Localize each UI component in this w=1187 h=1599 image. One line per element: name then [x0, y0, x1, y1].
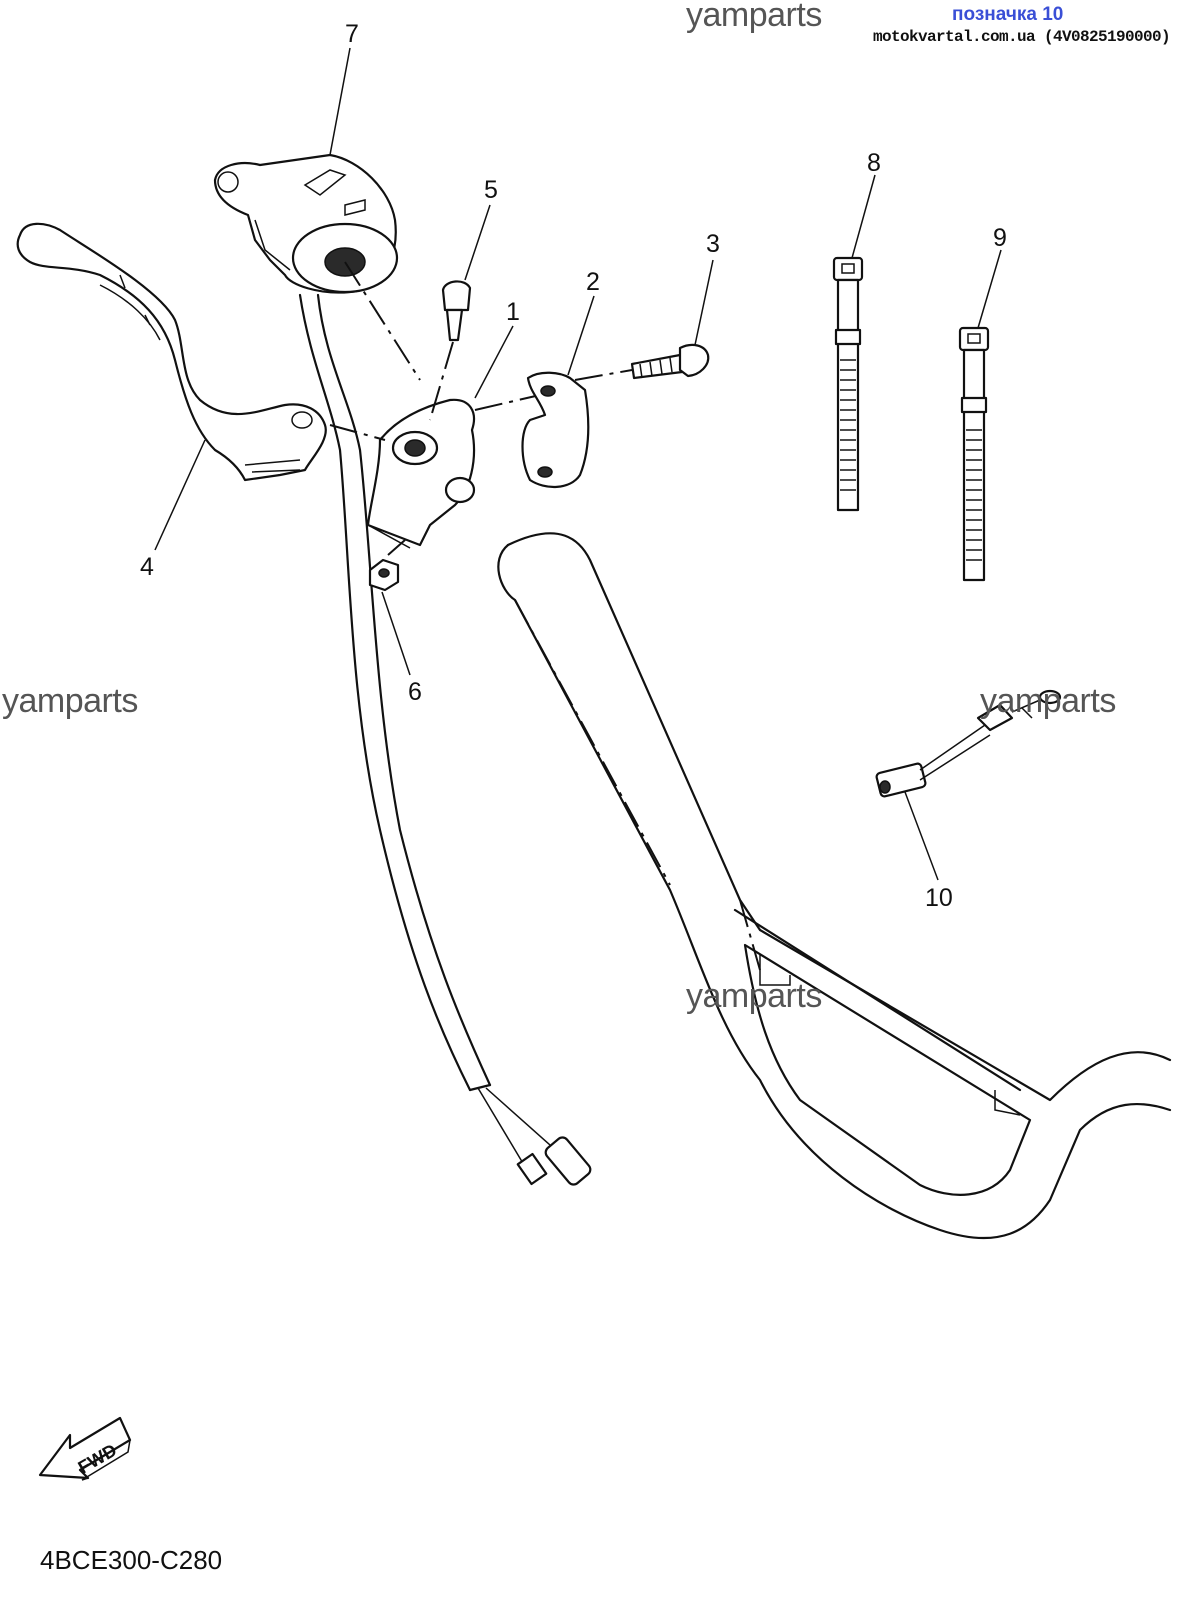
callout-1: 1 — [506, 298, 520, 326]
callout-labels: 7 5 1 2 3 8 9 4 6 10 — [140, 20, 1007, 912]
watermark-center: yamparts — [686, 977, 822, 1015]
part-7-switch — [213, 153, 399, 294]
callout-2: 2 — [586, 268, 600, 296]
switch-cable — [298, 293, 592, 1186]
watermark-top: yamparts — [686, 0, 822, 34]
header-site: motokvartal.com.ua (4V0825190000) — [873, 28, 1171, 46]
watermark-right: yamparts — [980, 682, 1116, 720]
part-5-pivot — [344, 261, 472, 421]
part-1-holder — [329, 394, 541, 549]
handlebar — [497, 532, 1172, 1240]
part-2-clamp — [521, 371, 590, 488]
part-4-lever — [16, 222, 327, 482]
callout-10: 10 — [925, 884, 953, 912]
watermark-left: yamparts — [2, 682, 138, 720]
callout-8: 8 — [867, 149, 881, 177]
header-label: позначка 10 — [952, 4, 1064, 25]
part-8-tie — [832, 256, 864, 512]
part-10-lead — [875, 689, 1062, 798]
callout-4: 4 — [140, 553, 154, 581]
diagram-code: 4BCE300-C280 — [40, 1545, 223, 1575]
fwd-arrow-icon: FWD — [38, 1416, 132, 1481]
part-9-tie — [958, 326, 990, 582]
part-6-nut — [368, 539, 406, 592]
callout-9: 9 — [993, 224, 1007, 252]
part-3-bolt — [574, 343, 710, 381]
callout-6: 6 — [408, 678, 422, 706]
callout-3: 3 — [706, 230, 720, 258]
callout-5: 5 — [484, 176, 498, 204]
callout-7: 7 — [345, 20, 359, 48]
leader-lines — [154, 47, 1002, 881]
